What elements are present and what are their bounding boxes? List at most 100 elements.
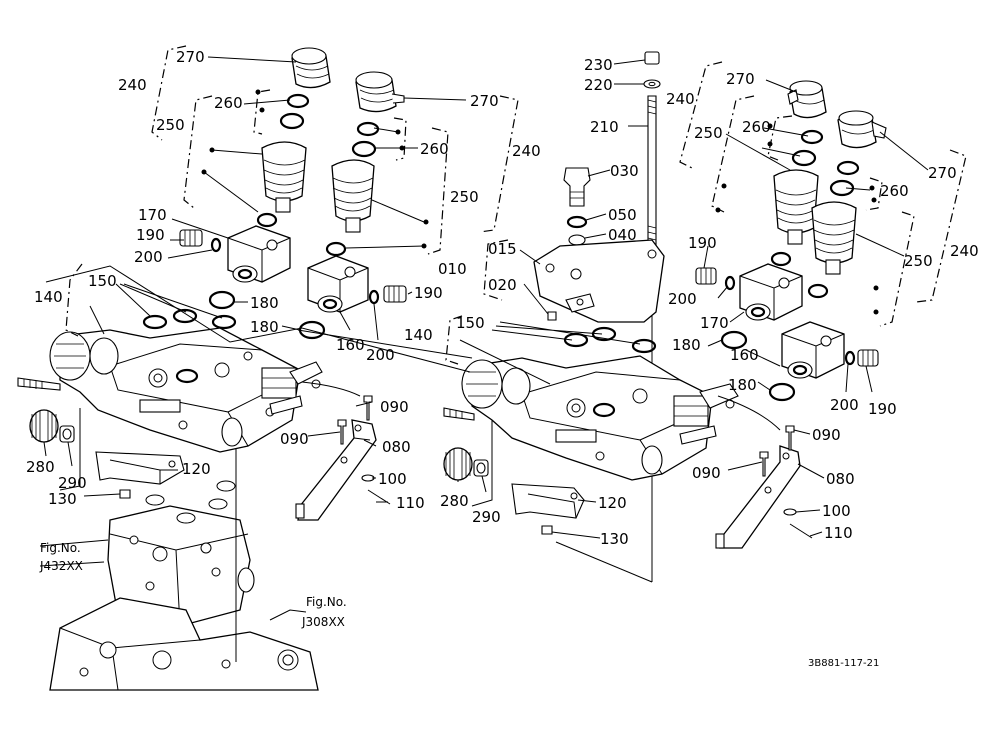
callout-290: 290 [472,508,501,526]
callout-170: 170 [138,206,167,224]
callout-080: 080 [382,438,411,456]
callout-250: 250 [450,188,479,206]
callout-100: 100 [822,502,851,520]
right-cover-015 [533,239,665,323]
callout-200: 200 [134,248,163,266]
callout-200: 200 [668,290,697,308]
callout-180: 180 [672,336,701,354]
callout-260: 260 [742,118,771,136]
left-bracket-120 [95,451,185,485]
right-bracket-120 [511,483,585,519]
left-cartridge-b [331,159,375,233]
callout-220: 220 [584,76,613,94]
callout-200: 200 [366,346,395,364]
callout-290: 290 [58,474,87,492]
figure-reference-left: Fig.No. J432XX [39,541,83,573]
callout-130: 130 [48,490,77,508]
callout-040: 040 [608,226,637,244]
callout-240: 240 [118,76,147,94]
right-block-170 [739,263,803,321]
callout-240: 240 [950,242,979,260]
callout-280: 280 [26,458,55,476]
callout-280: 280 [440,492,469,510]
callout-120: 120 [598,494,627,512]
callout-labels: 270 240 260 250 270 260 240 250 170 190 … [26,48,979,548]
callout-140: 140 [34,288,63,306]
callout-230: 230 [584,56,613,74]
left-block-160 [307,255,369,313]
callout-090: 090 [380,398,409,416]
callout-110: 110 [824,524,853,542]
right-block-160 [781,321,845,379]
right-bracket-080 [715,445,801,549]
figure-reference-right: Fig.No. J308XX [301,595,347,629]
left-housing [49,597,319,691]
right-valve-assembly [443,51,887,582]
callout-250: 250 [694,124,723,142]
left-gear-280 [29,409,59,443]
fig-ref-label: Fig.No. [306,595,347,609]
callout-150: 150 [88,272,117,290]
callout-180: 180 [728,376,757,394]
callout-030: 030 [610,162,639,180]
callout-090: 090 [280,430,309,448]
callout-150: 150 [456,314,485,332]
callout-180: 180 [250,294,279,312]
left-lower-block [107,480,255,627]
callout-190: 190 [868,400,897,418]
left-plug-190-a [179,229,222,253]
right-gear-280 [443,447,473,481]
left-block-170 [227,225,291,283]
callout-270: 270 [176,48,205,66]
right-cartridge-b [811,201,857,275]
callout-240: 240 [512,142,541,160]
callout-250: 250 [156,116,185,134]
fig-ref-code: J308XX [301,615,345,629]
callout-190: 190 [688,234,717,252]
callout-260: 260 [214,94,243,112]
callout-160: 160 [336,336,365,354]
right-coil-270-a [787,80,827,119]
left-plug-190-b [368,285,407,305]
left-valve-body [49,327,301,453]
callout-160: 160 [730,346,759,364]
callout-015: 015 [488,240,517,258]
callout-leaders [43,56,929,539]
callout-210: 210 [590,118,619,136]
left-valve-assembly [17,47,407,691]
callout-110: 110 [396,494,425,512]
callout-270: 270 [726,70,755,88]
callout-170: 170 [700,314,729,332]
right-coil-270-b [837,110,887,149]
left-coil-270-a [291,47,331,89]
callout-250: 250 [904,252,933,270]
callout-260: 260 [880,182,909,200]
callout-180: 180 [250,318,279,336]
callout-120: 120 [182,460,211,478]
callout-260: 260 [420,140,449,158]
callout-190: 190 [136,226,165,244]
left-coil-270-b [355,71,405,113]
callout-200: 200 [830,396,859,414]
assembly-lines [39,265,781,662]
callout-010: 010 [438,260,467,278]
callout-270: 270 [928,164,957,182]
fig-ref-label: Fig.No. [40,541,81,555]
callout-190: 190 [414,284,443,302]
left-bracket-080 [295,419,377,521]
callout-050: 050 [608,206,637,224]
callout-140: 140 [404,326,433,344]
callout-020: 020 [488,276,517,294]
drawing-code: 3B881-117-21 [808,658,879,669]
callout-100: 100 [378,470,407,488]
callout-090: 090 [692,464,721,482]
callout-270: 270 [470,92,499,110]
fig-ref-code: J432XX [39,559,83,573]
callout-090: 090 [812,426,841,444]
right-cartridge-a [773,169,819,245]
callout-080: 080 [826,470,855,488]
right-valve-body [461,355,713,481]
left-cartridge-a [261,141,307,213]
callout-130: 130 [600,530,629,548]
